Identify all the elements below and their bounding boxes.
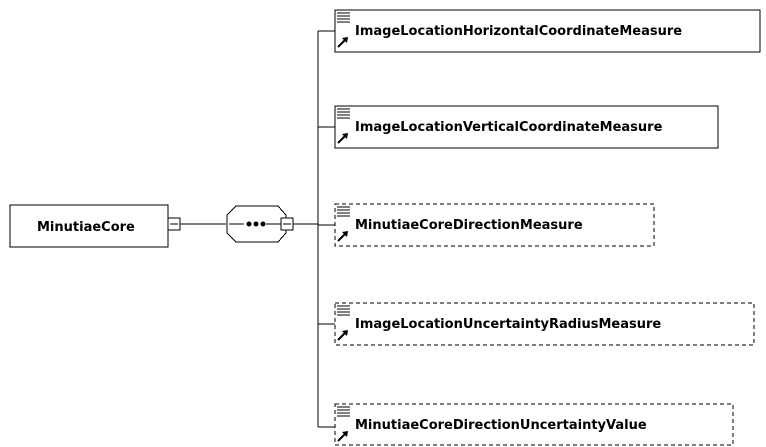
child-element-label: MinutiaeCoreDirectionMeasure <box>355 218 583 233</box>
sequence-collapse-toggle[interactable] <box>280 217 294 231</box>
sequence-compositor[interactable] <box>226 205 287 243</box>
reference-arrow-icon <box>337 133 348 144</box>
sequence-dot <box>253 221 259 227</box>
root-element-node[interactable]: MinutiaeCore <box>9 204 169 248</box>
element-lines-icon <box>337 305 350 316</box>
element-lines-icon <box>337 406 350 417</box>
element-lines-icon <box>337 108 350 119</box>
sequence-dot <box>260 221 266 227</box>
child-element-horizontal-coordinate[interactable]: ImageLocationHorizontalCoordinateMeasure <box>334 9 761 53</box>
sequence-dot <box>246 221 252 227</box>
element-lines-icon <box>337 12 350 23</box>
root-element-label: MinutiaeCore <box>37 220 135 235</box>
child-element-direction-uncertainty[interactable]: MinutiaeCoreDirectionUncertaintyValue <box>334 403 734 446</box>
root-collapse-toggle[interactable] <box>167 217 181 231</box>
child-element-label: ImageLocationHorizontalCoordinateMeasure <box>355 24 682 39</box>
reference-arrow-icon <box>337 330 348 341</box>
reference-arrow-icon <box>337 431 348 442</box>
element-lines-icon <box>337 206 350 217</box>
child-element-label: ImageLocationVerticalCoordinateMeasure <box>355 120 663 135</box>
child-element-uncertainty-radius[interactable]: ImageLocationUncertaintyRadiusMeasure <box>334 302 755 346</box>
child-element-direction-measure[interactable]: MinutiaeCoreDirectionMeasure <box>334 203 655 247</box>
child-element-label: MinutiaeCoreDirectionUncertaintyValue <box>355 418 647 433</box>
child-element-label: ImageLocationUncertaintyRadiusMeasure <box>355 317 661 332</box>
reference-arrow-icon <box>337 231 348 242</box>
child-element-vertical-coordinate[interactable]: ImageLocationVerticalCoordinateMeasure <box>334 105 719 149</box>
reference-arrow-icon <box>337 37 348 48</box>
